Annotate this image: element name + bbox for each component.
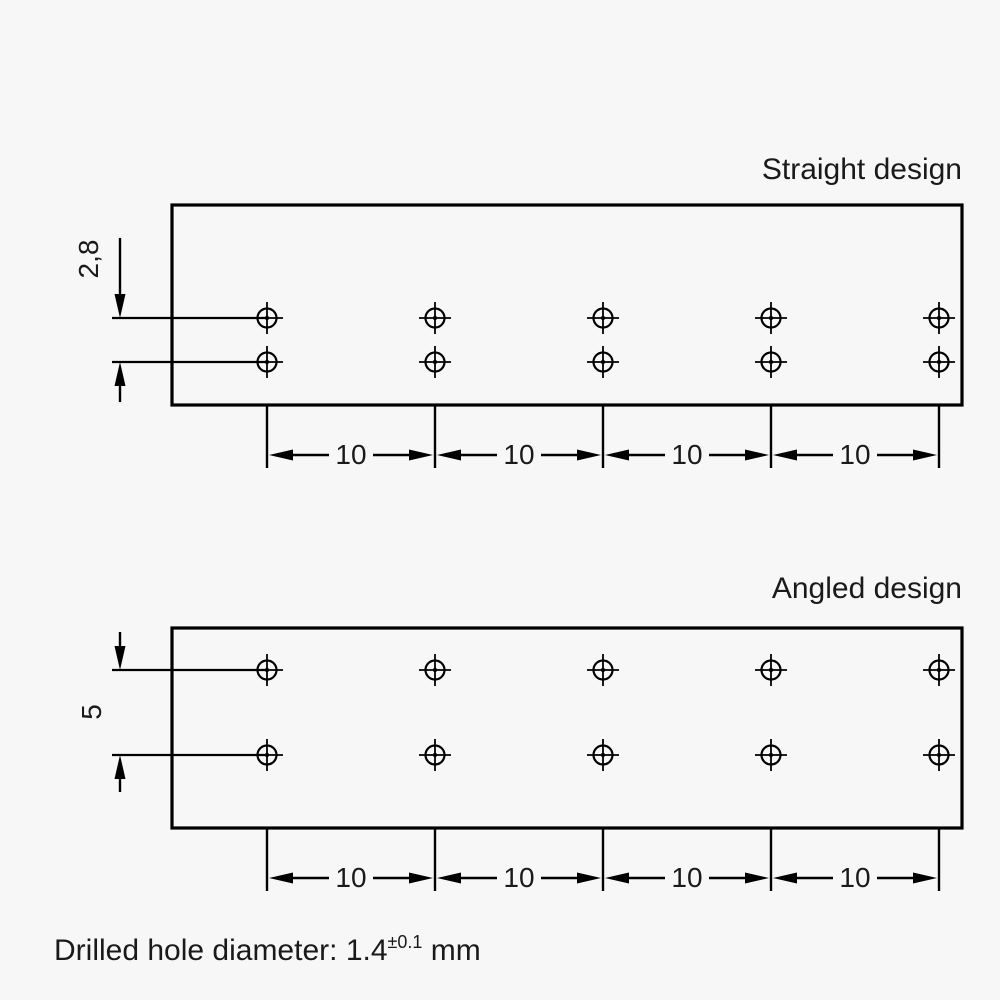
hole-circle [256,659,278,681]
hole-center-dot [264,359,270,365]
hole-circle [760,744,782,766]
dimension-arrow [114,294,126,318]
hole-diameter-tolerance: ±0.1 [387,932,423,952]
col-spacing-label: 10 [671,862,702,893]
hole-circle [928,307,950,329]
hole-circle [592,307,614,329]
hole-center-dot [432,359,438,365]
hole-circle [928,659,950,681]
dimension-arrow [114,755,126,779]
hole-circle [760,659,782,681]
dimension-arrow [114,646,126,670]
hole-center-dot [264,667,270,673]
dimension-arrow [114,362,126,386]
hole-center-dot [264,752,270,758]
hole-center-dot [432,667,438,673]
dimension-arrow [409,872,433,884]
hole-circle [256,307,278,329]
col-spacing-label: 10 [335,862,366,893]
dimension-arrow [409,449,433,461]
hole-center-dot [432,315,438,321]
hole-center-dot [936,315,942,321]
hole-center-dot [936,667,942,673]
col-spacing-label: 10 [839,439,870,470]
row-spacing-label: 2,8 [73,240,104,279]
dimension-arrow [269,872,293,884]
dimension-arrow [745,872,769,884]
hole-center-dot [600,667,606,673]
dimension-arrow [437,449,461,461]
hole-circle [760,307,782,329]
angled-design-title: Angled design [771,572,962,605]
angled-design-view-outline [170,626,964,830]
col-spacing-label: 10 [839,862,870,893]
hole-center-dot [936,752,942,758]
hole-center-dot [600,752,606,758]
dimension-arrow [913,449,937,461]
hole-center-dot [600,315,606,321]
hole-circle [592,659,614,681]
dimension-arrow [773,872,797,884]
dimension-arrow [745,449,769,461]
dimension-arrow [773,449,797,461]
dimension-arrow [577,449,601,461]
hole-center-dot [768,752,774,758]
straight-design-view-outline [170,203,964,407]
straight-design-title: Straight design [761,153,962,186]
hole-circle [424,659,446,681]
hole-center-dot [936,359,942,365]
hole-circle [256,351,278,373]
dimension-arrow [269,449,293,461]
col-spacing-label: 10 [503,862,534,893]
hole-diameter-unit: mm [430,934,481,967]
hole-circle [424,351,446,373]
hole-diameter-label: Drilled hole diameter: [54,934,338,967]
dimension-arrow [913,872,937,884]
hole-circle [592,744,614,766]
hole-center-dot [432,752,438,758]
hole-circle [928,744,950,766]
dimension-arrow [577,872,601,884]
dimension-arrow [605,872,629,884]
hole-center-dot [768,667,774,673]
hole-circle [592,351,614,373]
hole-circle [928,351,950,373]
hole-circle [424,744,446,766]
hole-circle [256,744,278,766]
col-spacing-label: 10 [503,439,534,470]
col-spacing-label: 10 [335,439,366,470]
hole-center-dot [264,315,270,321]
row-spacing-label: 5 [76,704,107,720]
hole-diameter-note: Drilled hole diameter: 1.4±0.1 mm [54,932,481,968]
col-spacing-label: 10 [671,439,702,470]
hole-diameter-value: 1.4 [345,934,388,967]
hole-center-dot [768,359,774,365]
hole-center-dot [600,359,606,365]
hole-circle [424,307,446,329]
hole-center-dot [768,315,774,321]
hole-circle [760,351,782,373]
dimension-arrow [605,449,629,461]
dimension-arrow [437,872,461,884]
